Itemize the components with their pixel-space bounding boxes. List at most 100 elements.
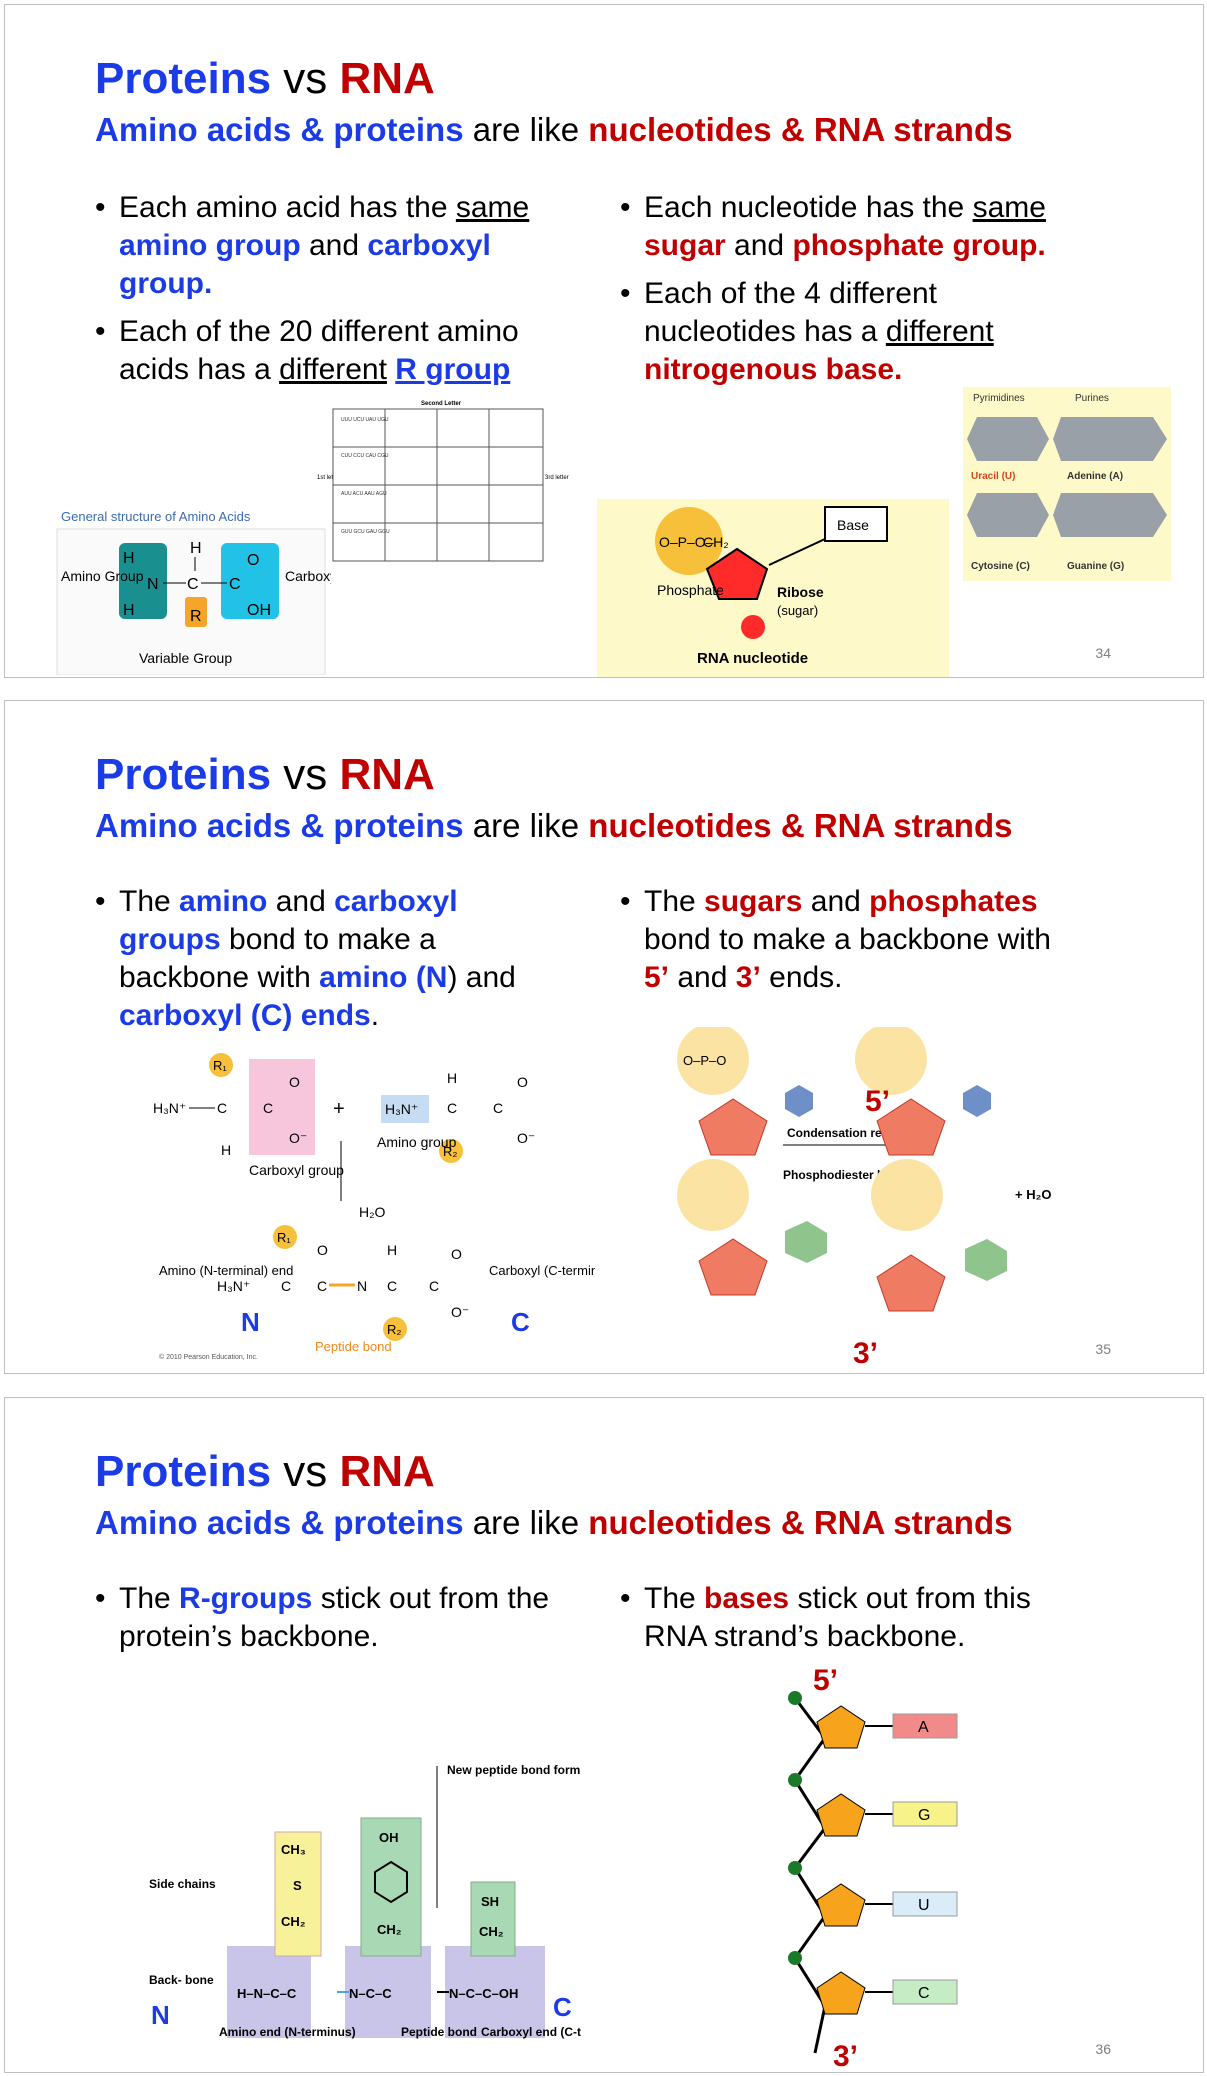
svg-text:C: C: [387, 1278, 397, 1294]
svg-text:R₂: R₂: [387, 1322, 401, 1337]
svg-text:(sugar): (sugar): [777, 603, 818, 618]
svg-text:Adenine (A): Adenine (A): [1067, 471, 1123, 482]
backbone-label: Back- bone: [149, 1973, 214, 1987]
svg-text:H₃N⁺: H₃N⁺: [217, 1278, 250, 1294]
amino-acid-structure-figure: General structure of Amino Acids H H N C…: [56, 509, 331, 675]
page-number: 35: [1095, 1341, 1111, 1357]
svg-text:C: C: [217, 1100, 227, 1116]
svg-text:OH: OH: [379, 1830, 399, 1845]
svg-text:O: O: [289, 1074, 300, 1090]
protein-backbone-figure: CH₃ S CH₂ OH CH₂ SH CH₂ H–N–C–C N–C–C N–…: [149, 1763, 581, 2039]
svg-text:O⁻: O⁻: [289, 1130, 307, 1146]
c-terminus-label: C: [553, 1992, 572, 2022]
amino-group-label: Amino Group: [61, 568, 144, 584]
svg-text:C: C: [263, 1100, 273, 1116]
svg-text:CH₂: CH₂: [479, 1924, 504, 1939]
nitrogenous-bases-figure: Pyrimidines Purines Uracil (U) Adenine (…: [963, 387, 1171, 581]
bullet-item: The R-groups stick out from the protein’…: [95, 1580, 565, 1656]
right-bullet-list: Each nucleotide has the same sugar and p…: [620, 189, 1070, 399]
svg-text:O⁻: O⁻: [517, 1130, 535, 1146]
carboxyl-group-label: Carboxyl group: [285, 568, 331, 584]
left-bullet-list: Each amino acid has the same amino group…: [95, 189, 555, 399]
carboxyl-group-label: Carboxyl group: [249, 1162, 344, 1178]
codon-table-figure: Second Letter 1st letter 3rd letter UUU …: [317, 401, 569, 562]
slide-subtitle: Amino acids & proteins are like nucleoti…: [95, 807, 1013, 844]
svg-text:CUU CCU CAU CGU: CUU CCU CAU CGU: [341, 453, 389, 459]
svg-text:C: C: [429, 1278, 439, 1294]
svg-text:N: N: [147, 576, 159, 593]
n-terminus-label: N: [241, 1307, 260, 1337]
svg-text:AUU ACU AAU AGU: AUU ACU AAU AGU: [341, 491, 387, 497]
svg-text:UUU UCU UAU UGU: UUU UCU UAU UGU: [341, 417, 389, 423]
svg-text:GUU GCU GAU GGU: GUU GCU GAU GGU: [341, 529, 390, 535]
five-prime-label: 5’: [813, 1664, 838, 1697]
svg-text:S: S: [293, 1878, 302, 1893]
svg-text:H₃N⁺: H₃N⁺: [153, 1100, 186, 1116]
svg-text:O: O: [451, 1246, 462, 1262]
variable-group-label: Variable Group: [139, 650, 232, 666]
svg-text:Cytosine (C): Cytosine (C): [971, 561, 1030, 572]
slide-title: Proteins vs RNA: [95, 750, 435, 799]
svg-text:N–C–C–OH: N–C–C–OH: [449, 1986, 518, 2001]
right-bullet-list: The sugars and phosphates bond to make a…: [620, 883, 1080, 1007]
svg-text:H: H: [190, 540, 202, 557]
svg-text:H: H: [123, 550, 135, 567]
svg-text:Uracil (U): Uracil (U): [971, 471, 1015, 482]
svg-text:H₃N⁺: H₃N⁺: [385, 1101, 418, 1117]
n-terminus-label: N: [151, 2000, 170, 2030]
svg-text:O: O: [317, 1242, 328, 1258]
bullet-item: The bases stick out from this RNA strand…: [620, 1580, 1080, 1656]
base-label: A: [918, 1719, 929, 1736]
svg-text:R₁: R₁: [213, 1058, 227, 1073]
page-number: 36: [1095, 2041, 1111, 2057]
carboxyl-end-label: Carboxyl (C-terminal) end: [489, 1263, 595, 1278]
phosphate-label: Phosphate: [657, 582, 724, 598]
svg-text:CH₂: CH₂: [703, 534, 729, 550]
svg-text:H: H: [123, 602, 135, 619]
left-bullet-list: The R-groups stick out from the protein’…: [95, 1580, 565, 1666]
slide-36: Proteins vs RNA Amino acids & proteins a…: [4, 1397, 1204, 2073]
base-label: G: [918, 1807, 930, 1824]
svg-text:CH₂: CH₂: [377, 1922, 402, 1937]
svg-text:3rd letter: 3rd letter: [545, 475, 569, 481]
svg-text:© 2010 Pearson Education, Inc.: © 2010 Pearson Education, Inc.: [159, 1353, 258, 1361]
svg-text:N–C–C: N–C–C: [349, 1986, 392, 2001]
bullet-item: The amino and carboxyl groups bond to ma…: [95, 883, 565, 1035]
svg-text:H: H: [447, 1070, 457, 1086]
condensation-figure: O–P–O Condensation reaction Phosphodiest…: [677, 1027, 1051, 1370]
c-terminus-label: C: [511, 1307, 530, 1337]
carboxyl-end-label: Carboxyl end (C-terminus): [481, 2025, 581, 2039]
side-chains-label: Side chains: [149, 1877, 216, 1891]
svg-text:C: C: [317, 1278, 327, 1294]
svg-text:C: C: [187, 576, 199, 593]
svg-text:N: N: [357, 1278, 367, 1294]
peptide-bond-label: Peptide bond: [401, 2025, 477, 2039]
svg-text:OH: OH: [247, 602, 271, 619]
svg-text:CH₂: CH₂: [281, 1914, 306, 1929]
three-prime-label: 3’: [853, 1337, 878, 1370]
bullet-item: The sugars and phosphates bond to make a…: [620, 883, 1080, 997]
svg-text:C: C: [229, 576, 241, 593]
svg-text:H: H: [387, 1242, 397, 1258]
svg-text:SH: SH: [481, 1894, 499, 1909]
svg-text:C: C: [493, 1100, 503, 1116]
svg-text:H: H: [221, 1142, 231, 1158]
svg-text:O⁻: O⁻: [451, 1304, 469, 1320]
amino-group-label: Amino group: [377, 1134, 457, 1150]
bullet-item: Each of the 4 different nucleotides has …: [620, 275, 1070, 389]
svg-text:C: C: [447, 1100, 457, 1116]
svg-text:R₂: R₂: [443, 1144, 457, 1159]
svg-text:H₂O: H₂O: [359, 1204, 386, 1220]
figure-caption: General structure of Amino Acids: [61, 509, 251, 524]
svg-text:+: +: [333, 1098, 345, 1120]
bullet-item: Each amino acid has the same amino group…: [95, 189, 555, 303]
svg-text:O–P–O: O–P–O: [683, 1053, 726, 1068]
svg-text:O–P–O–: O–P–O–: [659, 534, 714, 550]
svg-text:R₁: R₁: [277, 1230, 291, 1245]
svg-text:Second Letter: Second Letter: [421, 401, 462, 407]
new-bond-label: New peptide bond forming: [447, 1763, 581, 1777]
svg-text:+ H₂O: + H₂O: [1015, 1187, 1051, 1202]
left-bullet-list: The amino and carboxyl groups bond to ma…: [95, 883, 565, 1045]
slide-title: Proteins vs RNA: [95, 1447, 435, 1496]
nucleotide-caption: RNA nucleotide: [697, 650, 808, 667]
